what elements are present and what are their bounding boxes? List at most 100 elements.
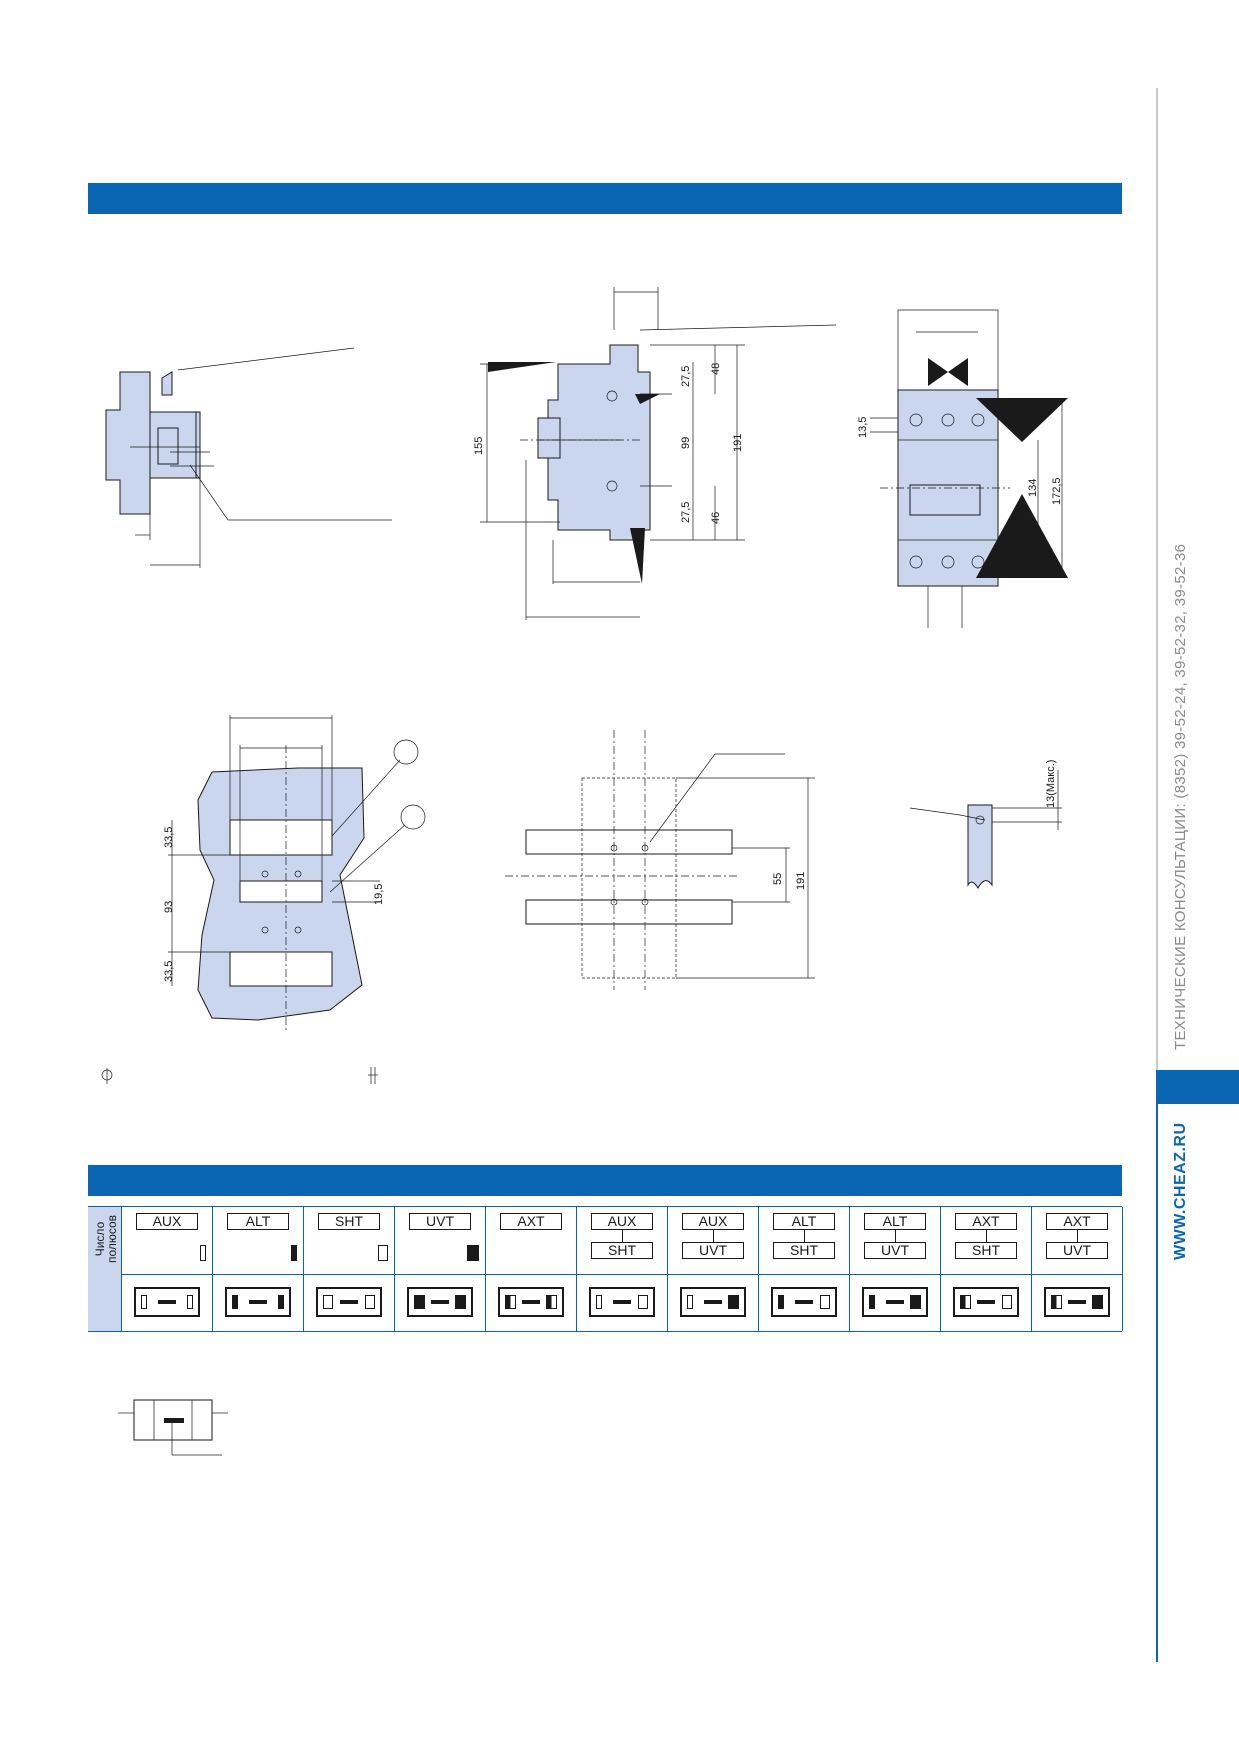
accessory-label-top: UVT xyxy=(409,1213,471,1230)
accessory-cell-2: SHT xyxy=(304,1207,395,1275)
switch-right-marker xyxy=(455,1295,466,1309)
switch-symbol-cell-0 xyxy=(122,1275,213,1331)
switch-right-marker xyxy=(1092,1295,1103,1309)
switch-bar xyxy=(613,1300,631,1304)
row-header-label: Число полюсов xyxy=(93,1214,119,1264)
switch-right-marker xyxy=(187,1295,193,1309)
drawing-side-dimensions: 155 27,5 48 99 191 27,5 46 xyxy=(473,287,837,620)
accessory-mini-symbol xyxy=(378,1245,388,1261)
dim-33-5-a: 33,5 xyxy=(163,827,175,848)
accessory-label-top: AXT xyxy=(1046,1213,1108,1230)
dim-27-5-b: 27,5 xyxy=(680,502,692,523)
accessory-mini-symbol xyxy=(200,1245,206,1261)
switch-right-marker xyxy=(910,1295,921,1309)
switch-bar xyxy=(977,1300,995,1304)
section-header-bar-1 xyxy=(88,183,1122,214)
accessory-label-bottom: UVT xyxy=(682,1242,744,1259)
switch-left-marker xyxy=(960,1295,971,1309)
switch-symbol-cell-8 xyxy=(850,1275,941,1331)
centerline-symbol-a xyxy=(101,1068,113,1084)
switch-symbol xyxy=(407,1287,473,1317)
side-divider-accent xyxy=(1156,1102,1158,1662)
accessory-label-top: AXT xyxy=(500,1213,562,1230)
accessory-cell-1: ALT xyxy=(213,1207,304,1275)
accessory-cell-0: AUX xyxy=(122,1207,213,1275)
switch-symbol-cell-2 xyxy=(304,1275,395,1331)
switch-right-marker xyxy=(278,1295,284,1309)
dim-191-b: 191 xyxy=(795,872,807,890)
switch-symbol xyxy=(1044,1287,1110,1317)
dim-134: 134 xyxy=(1027,479,1039,497)
label-connector xyxy=(622,1230,623,1242)
dim-55: 55 xyxy=(772,873,784,885)
label-connector xyxy=(1077,1230,1078,1242)
label-connector xyxy=(895,1230,896,1242)
switch-bar xyxy=(522,1300,540,1304)
accessory-label-top: AUX xyxy=(682,1213,744,1230)
accessory-label-top: AXT xyxy=(955,1213,1017,1230)
dim-191-a: 191 xyxy=(732,434,744,452)
dim-13-max: 13(Макс.) xyxy=(1045,760,1057,808)
switch-symbol-cell-3 xyxy=(395,1275,486,1331)
legend-switch-symbol xyxy=(118,1399,228,1456)
accessory-cell-10: AXT UVT xyxy=(1032,1207,1123,1275)
switch-left-marker xyxy=(596,1295,602,1309)
accessory-cell-7: ALT SHT xyxy=(759,1207,850,1275)
switch-left-marker xyxy=(1051,1295,1062,1309)
accessory-label-bottom: SHT xyxy=(773,1242,835,1259)
switch-symbol-cell-7 xyxy=(759,1275,850,1331)
switch-symbol xyxy=(589,1287,655,1317)
drawing-panel-cutout: 33,5 93 33,5 19,5 xyxy=(163,715,426,1030)
switch-bar xyxy=(340,1300,358,1304)
switch-left-marker xyxy=(323,1295,333,1309)
accessory-label-top: ALT xyxy=(227,1213,289,1230)
switch-bar xyxy=(249,1300,267,1304)
switch-symbol xyxy=(498,1287,564,1317)
dim-27-5-a: 27,5 xyxy=(680,366,692,387)
switch-symbol xyxy=(862,1287,928,1317)
accessory-label-top: AUX xyxy=(136,1213,198,1230)
dim-33-5-b: 33,5 xyxy=(163,961,175,982)
switch-left-marker xyxy=(869,1295,875,1309)
drawing-detail: 13(Макс.) xyxy=(909,760,1062,890)
dim-155: 155 xyxy=(473,437,485,455)
label-connector xyxy=(713,1230,714,1242)
switch-left-marker xyxy=(141,1295,147,1309)
dim-13-5: 13,5 xyxy=(857,417,869,438)
switch-symbol xyxy=(771,1287,837,1317)
switch-bar xyxy=(431,1300,449,1304)
row-header-cell: Число полюсов xyxy=(88,1207,122,1331)
switch-right-marker xyxy=(546,1295,557,1309)
switch-symbol-cell-4 xyxy=(486,1275,577,1331)
dim-93: 93 xyxy=(163,901,175,913)
section-header-bar-2 xyxy=(88,1165,1122,1196)
switch-left-marker xyxy=(505,1295,516,1309)
switch-bar xyxy=(704,1300,722,1304)
switch-symbol-cell-1 xyxy=(213,1275,304,1331)
switch-left-marker xyxy=(687,1295,693,1309)
switch-right-marker xyxy=(1002,1295,1012,1309)
dim-99: 99 xyxy=(680,437,692,449)
accessory-label-bottom: UVT xyxy=(1046,1242,1108,1259)
switch-right-marker xyxy=(365,1295,375,1309)
switch-left-marker xyxy=(232,1295,238,1309)
switch-bar xyxy=(795,1300,813,1304)
accessory-cell-3: UVT xyxy=(395,1207,486,1275)
dim-172-5: 172,5 xyxy=(1051,477,1063,505)
drawing-front-view: 13,5 134 172,5 xyxy=(857,309,1068,628)
accessory-label-top: AUX xyxy=(591,1213,653,1230)
accessory-label-top: ALT xyxy=(864,1213,926,1230)
switch-symbol xyxy=(953,1287,1019,1317)
switch-symbol xyxy=(680,1287,746,1317)
accessory-label-top: ALT xyxy=(773,1213,835,1230)
label-connector xyxy=(804,1230,805,1242)
accessory-cell-6: AUX UVT xyxy=(668,1207,759,1275)
centerline-symbol-b xyxy=(368,1067,378,1084)
dim-48: 48 xyxy=(710,363,722,375)
switch-bar xyxy=(886,1300,904,1304)
switch-symbol xyxy=(225,1287,291,1317)
side-tab xyxy=(1156,1070,1239,1104)
